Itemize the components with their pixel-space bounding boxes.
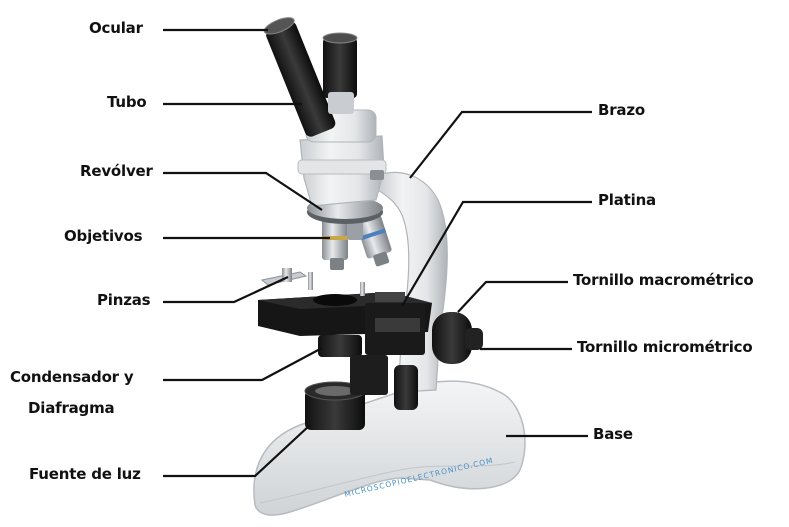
label-brazo: Brazo xyxy=(598,101,645,119)
leader-line-pinzas xyxy=(163,277,288,302)
label-base: Base xyxy=(593,425,633,443)
leader-line-macro xyxy=(458,282,568,312)
label-ocular: Ocular xyxy=(89,19,143,37)
leader-line-revolver xyxy=(163,173,322,210)
label-revolver: Revólver xyxy=(80,162,153,180)
label-pinzas: Pinzas xyxy=(97,291,150,309)
label-tubo: Tubo xyxy=(107,93,147,111)
label-platina: Platina xyxy=(598,191,656,209)
leader-line-platina xyxy=(402,202,592,306)
leader-line-brazo xyxy=(410,112,592,178)
leader-line-condensador xyxy=(163,348,322,380)
leader-line-fuente xyxy=(163,425,310,476)
label-objetivos: Objetivos xyxy=(64,227,142,245)
label-tornillo-macrometrico: Tornillo macrométrico xyxy=(573,271,753,289)
label-tornillo-micrometrico: Tornillo micrométrico xyxy=(577,338,752,356)
label-fuente-de-luz: Fuente de luz xyxy=(29,465,141,483)
label-diafragma: Diafragma xyxy=(28,399,114,417)
label-condensador: Condensador y xyxy=(10,368,133,386)
